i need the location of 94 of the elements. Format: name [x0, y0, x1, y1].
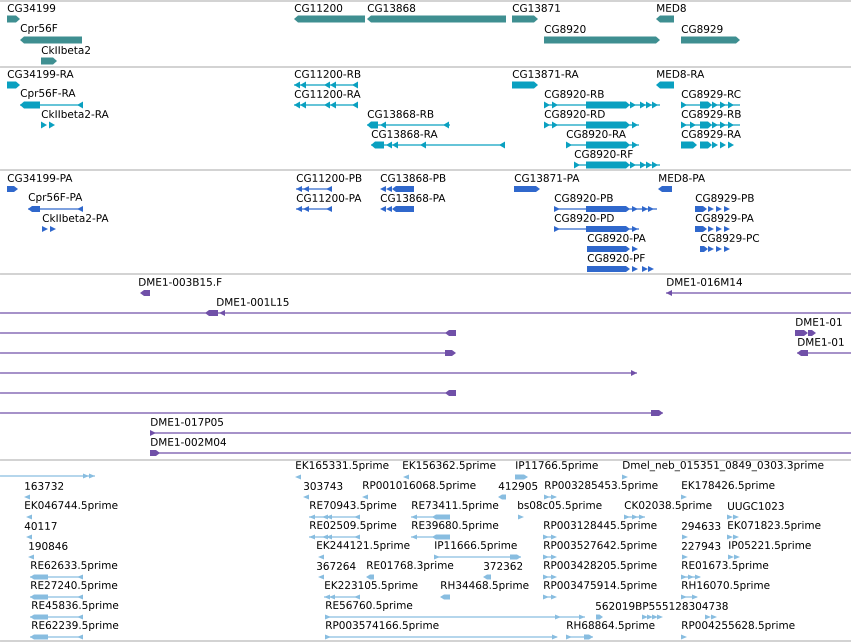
- feature-label: CG8929-PC: [700, 234, 760, 242]
- feature-label: CG34199: [8, 4, 56, 12]
- feature-label: 40117: [24, 522, 57, 530]
- feature-label: RE45836.5prime: [32, 600, 118, 612]
- feature-label: CG8920-PB: [554, 194, 613, 202]
- feature-label: Cpr56F-PA: [28, 193, 82, 203]
- feature-label: CG11200-RA: [294, 90, 361, 98]
- feature-label: EK071823.5prime: [728, 520, 820, 532]
- feature-label: CkIIbeta2: [42, 46, 90, 54]
- feature-label: EK046744.5prime: [25, 500, 118, 512]
- feature-label: CG8929-RC: [682, 90, 740, 98]
- feature-label: CG8929-RB: [682, 110, 741, 118]
- feature-label: CG8920-RF: [574, 150, 633, 158]
- feature-label: RP003527642.5prime: [544, 540, 657, 552]
- feature-label: CG8929-PB: [696, 194, 754, 202]
- feature-label: DME1-001L15: [217, 298, 288, 306]
- feature-label: DME1-002M04: [151, 438, 226, 446]
- feature-label: RP001016068.5prime: [363, 480, 476, 492]
- feature-label: RE56760.5prime: [326, 600, 412, 612]
- feature-label: Dmel_neb_015351_0849_0303.3prime: [623, 460, 824, 472]
- feature-label: 190846: [29, 542, 68, 550]
- feature-label: CG13868-RA: [372, 130, 438, 138]
- feature-label: IP11666.5prime: [435, 540, 517, 552]
- feature-label: IP05221.5prime: [729, 540, 811, 552]
- feature-label: CG8920-RB: [544, 90, 604, 98]
- feature-label: CG11200-PB: [296, 174, 362, 182]
- feature-label: 372362: [484, 562, 522, 570]
- feature-label: CG13868-PA: [380, 194, 446, 202]
- feature-label: CG8929-PA: [696, 214, 754, 222]
- feature-label: RP003128445.5prime: [544, 520, 657, 532]
- feature-label: RE01768.3prime: [367, 560, 454, 572]
- feature-label: MED8: [657, 4, 686, 12]
- feature-label: EK156362.5prime: [403, 460, 496, 472]
- feature-label: EK223105.5prime: [325, 580, 418, 592]
- feature-label: EK178426.5prime: [682, 480, 774, 492]
- feature-label: Cpr56F-RA: [20, 89, 76, 99]
- feature-label: RE27240.5prime: [31, 580, 118, 592]
- feature-label: 303743: [304, 482, 342, 490]
- feature-label: CG8920: [544, 25, 586, 33]
- feature-label: DME1-016M14: [667, 278, 742, 286]
- feature-label: CG8920-PD: [554, 214, 614, 222]
- feature-label: CG13871-PA: [514, 174, 580, 182]
- feature-label: RP003475914.5prime: [544, 580, 657, 592]
- feature-label: CG13868-RB: [368, 110, 434, 118]
- feature-label: CG8920-PF: [588, 254, 645, 262]
- feature-label: RP003574166.5prime: [326, 620, 439, 632]
- feature-label: RP003285453.5prime: [545, 480, 658, 492]
- feature-label: CG8920-RA: [566, 130, 626, 138]
- feature-label: CG11200-RB: [294, 70, 360, 78]
- feature-label: 163732: [25, 482, 64, 490]
- feature-label: CG13868-PB: [380, 174, 446, 182]
- feature-label: DME1-01: [798, 338, 844, 346]
- feature-label: EK165331.5prime: [296, 460, 388, 472]
- feature-label: RP004255628.5prime: [682, 620, 795, 632]
- feature-label: 412905: [498, 482, 538, 490]
- feature-label: RE70943.5prime: [310, 500, 396, 512]
- feature-label: CG13871: [512, 4, 560, 12]
- feature-label: RE02509.5prime: [310, 520, 396, 532]
- feature-label: CG11200-PA: [296, 194, 362, 202]
- feature-label: RH34468.5prime: [441, 580, 528, 592]
- feature-label: MED8-RA: [657, 70, 704, 78]
- feature-label: DME1-01: [796, 318, 842, 326]
- feature-label: Cpr56F: [20, 24, 58, 34]
- feature-label: CG34199-RA: [8, 70, 74, 78]
- feature-label: CG11200: [294, 4, 342, 12]
- feature-label: EK244121.5prime: [317, 540, 410, 552]
- feature-label: 294633: [682, 522, 720, 530]
- feature-label: RE01673.5prime: [682, 560, 768, 572]
- feature-label: CkIIbeta2-PA: [42, 214, 108, 222]
- feature-label: CG8920-PA: [588, 234, 646, 242]
- feature-label: RH16070.5prime: [682, 580, 770, 592]
- feature-label: 227943: [682, 542, 720, 550]
- feature-label: RE39680.5prime: [412, 520, 498, 532]
- feature-label: CG8929: [682, 25, 722, 33]
- feature-label: MED8-PA: [659, 174, 706, 182]
- feature-label: CG8920-RD: [544, 110, 605, 118]
- feature-label: 367264: [317, 562, 356, 570]
- feature-label: RE73411.5prime: [412, 500, 498, 512]
- feature-label: DME1-003B15.F: [139, 278, 222, 286]
- feature-label: RH68864.5prime: [567, 620, 654, 632]
- feature-label: CkIIbeta2-RA: [42, 110, 109, 118]
- feature-label: CG8929-RA: [682, 130, 741, 138]
- feature-label: RP003428205.5prime: [544, 560, 657, 572]
- feature-label: RE62633.5prime: [31, 560, 118, 572]
- feature-label: CK02038.5prime: [624, 500, 712, 512]
- feature-label: IP11766.5prime: [516, 460, 598, 472]
- feature-label: UUGC1023: [728, 502, 784, 510]
- feature-label: RE62239.5prime: [32, 620, 118, 632]
- feature-label: CG13871-RA: [512, 70, 579, 78]
- feature-label: CG34199-PA: [8, 174, 72, 182]
- feature-label: 562019BP555128304738: [596, 602, 728, 610]
- feature-label: bs08c05.5prime: [518, 500, 602, 512]
- feature-label: DME1-017P05: [151, 418, 223, 426]
- feature-label: CG13868: [368, 4, 416, 12]
